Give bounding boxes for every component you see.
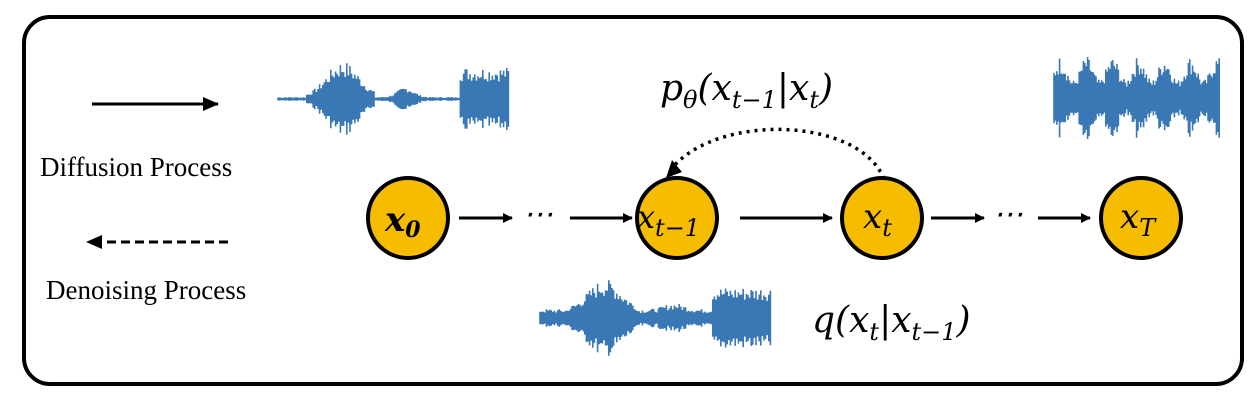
- legend-diffusion: Diffusion Process: [40, 97, 232, 182]
- node-xt-minus-1: xt−1: [635, 176, 719, 260]
- svg-text:xt: xt: [863, 197, 892, 242]
- denoising-arc-arrow: [670, 127, 886, 180]
- ellipsis-1: ⋯: [523, 197, 553, 232]
- node-x0: x0: [366, 176, 450, 260]
- legend-denoising: Denoising Process: [46, 235, 246, 305]
- dashed-arrowhead-icon: [86, 235, 102, 249]
- svg-text:xT: xT: [1120, 197, 1157, 242]
- denoising-label: Denoising Process: [46, 275, 246, 305]
- waveform-clean-icon: [277, 63, 510, 135]
- svg-text:x0: x0: [384, 200, 421, 243]
- waveform-noise-icon: [1053, 57, 1220, 139]
- node-xt: xt: [840, 176, 924, 260]
- forward-transition-label: q(xt|xt−1): [812, 300, 971, 346]
- reverse-transition-label: pθ(xt−1|xt): [660, 68, 833, 114]
- diffusion-label: Diffusion Process: [40, 152, 232, 182]
- node-xT: xT: [1099, 176, 1183, 260]
- waveform-partial-icon: [539, 280, 772, 356]
- forward-chain-arrows: ⋯ ⋯: [459, 197, 1091, 232]
- denoising-arc-arrowhead-icon: [666, 160, 682, 178]
- ellipsis-2: ⋯: [993, 197, 1023, 232]
- svg-text:xt−1: xt−1: [637, 198, 700, 242]
